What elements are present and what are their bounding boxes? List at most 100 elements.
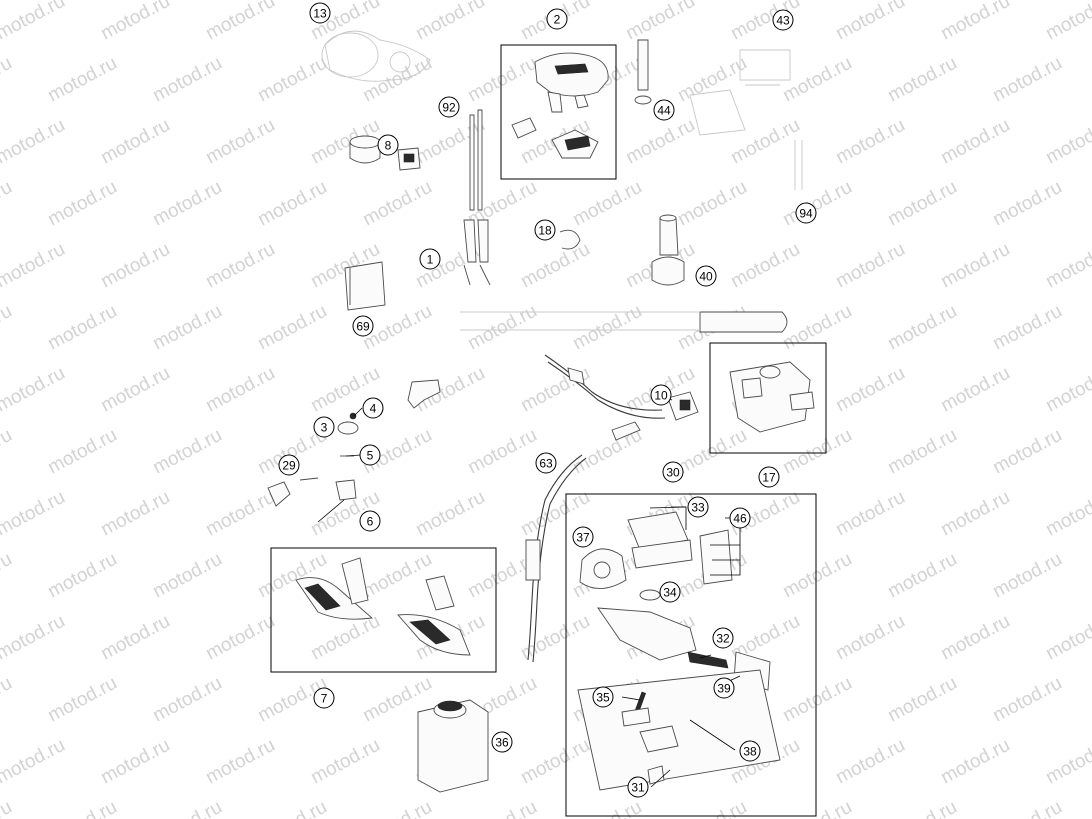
callout-circle xyxy=(687,496,709,518)
callout-38: 38 xyxy=(739,740,761,762)
callout-circle xyxy=(653,99,675,121)
watermark-text: motod.ru xyxy=(779,301,855,355)
callout-43: 43 xyxy=(772,9,794,31)
callout-label: 32 xyxy=(716,632,730,646)
watermark-text: motod.ru xyxy=(779,425,855,479)
watermark-text: motod.ru xyxy=(202,115,278,169)
callout-circle xyxy=(309,2,331,24)
callout-circle xyxy=(359,444,381,466)
callout-35: 35 xyxy=(592,686,614,708)
watermark-text: motod.ru xyxy=(44,301,120,355)
watermark-text: motod.ru xyxy=(569,177,645,231)
part-10-drawing xyxy=(667,391,699,421)
watermark-text: motod.ru xyxy=(149,673,225,727)
watermark-text: motod.ru xyxy=(517,735,593,789)
watermark-text: motod.ru xyxy=(202,0,278,44)
callout-circle xyxy=(712,627,734,649)
watermark-text: motod.ru xyxy=(1042,611,1092,665)
watermark-text: motod.ru xyxy=(989,53,1065,107)
watermark-text: motod.ru xyxy=(937,735,1013,789)
watermark-text: motod.ru xyxy=(622,0,698,44)
callout-label: 4 xyxy=(370,402,377,416)
watermark-text: motod.ru xyxy=(779,549,855,603)
watermark-text: motod.ru xyxy=(517,363,593,417)
watermark-text: motod.ru xyxy=(884,797,960,819)
part-92-drawing xyxy=(463,109,491,286)
watermark-text: motod.ru xyxy=(0,239,69,293)
callout-69: 69 xyxy=(352,315,374,337)
watermark-text: motod.ru xyxy=(1042,239,1092,293)
callout-94: 94 xyxy=(795,202,817,224)
watermark-text: motod.ru xyxy=(989,673,1065,727)
part-36-drawing xyxy=(417,699,489,793)
watermark-text: motod.ru xyxy=(884,425,960,479)
callout-31: 31 xyxy=(627,776,649,798)
watermark-text: motod.ru xyxy=(937,611,1013,665)
watermark-text: motod.ru xyxy=(989,549,1065,603)
watermark-text: motod.ru xyxy=(464,301,540,355)
watermark-text: motod.ru xyxy=(1042,363,1092,417)
callout-46: 46 xyxy=(729,507,751,529)
callout-18: 18 xyxy=(534,219,556,241)
callout-circle xyxy=(592,686,614,708)
watermark-text: motod.ru xyxy=(937,239,1013,293)
callout-92: 92 xyxy=(438,96,460,118)
callout-circle xyxy=(795,202,817,224)
callout-label: 17 xyxy=(762,471,776,485)
callout-circle xyxy=(313,416,335,438)
watermark-text: motod.ru xyxy=(779,673,855,727)
callout-label: 29 xyxy=(282,459,296,473)
watermark-text: motod.ru xyxy=(989,301,1065,355)
callout-label: 46 xyxy=(733,512,747,526)
watermark-text: motod.ru xyxy=(674,425,750,479)
callout-label: 6 xyxy=(367,515,374,529)
watermark-text: motod.ru xyxy=(832,487,908,541)
watermark-text: motod.ru xyxy=(0,53,16,107)
watermark-text: motod.ru xyxy=(149,53,225,107)
watermark-text: motod.ru xyxy=(44,797,120,819)
part-69-drawing xyxy=(344,261,386,311)
callout-circle xyxy=(419,248,441,270)
watermark-text: motod.ru xyxy=(202,735,278,789)
callout-36: 36 xyxy=(491,731,513,753)
watermark-text: motod.ru xyxy=(779,177,855,231)
watermark-text: motod.ru xyxy=(44,53,120,107)
callout-label: 30 xyxy=(666,466,680,480)
group-frame-2 xyxy=(500,44,617,180)
group-frame-7 xyxy=(270,547,497,673)
callout-4: 4 xyxy=(362,397,384,419)
handlebar-and-cables-drawing xyxy=(460,311,788,441)
callout-circle xyxy=(546,8,568,30)
watermark-text: motod.ru xyxy=(832,363,908,417)
callout-37: 37 xyxy=(572,526,594,548)
callout-10: 10 xyxy=(650,384,672,406)
callout-label: 37 xyxy=(576,531,590,545)
watermark-text: motod.ru xyxy=(884,549,960,603)
part-7-drawing xyxy=(295,557,471,656)
watermark-text: motod.ru xyxy=(0,611,69,665)
watermark-text: motod.ru xyxy=(44,549,120,603)
part-30-drawing xyxy=(577,511,781,791)
callout-circle xyxy=(659,581,681,603)
callout-circle xyxy=(758,466,780,488)
watermark-text: motod.ru xyxy=(1042,735,1092,789)
watermark-text: motod.ru xyxy=(412,115,488,169)
watermark-text: motod.ru xyxy=(989,797,1065,819)
watermark-text: motod.ru xyxy=(0,425,16,479)
watermark-text: motod.ru xyxy=(254,301,330,355)
callout-circle xyxy=(535,452,557,474)
watermark-text: motod.ru xyxy=(97,363,173,417)
watermark-text: motod.ru xyxy=(0,301,16,355)
watermark-text: motod.ru xyxy=(674,177,750,231)
watermark-text: motod.ru xyxy=(884,177,960,231)
callout-8: 8 xyxy=(377,134,399,156)
callout-circle xyxy=(650,384,672,406)
watermark-text: motod.ru xyxy=(832,611,908,665)
part-18-drawing xyxy=(559,229,581,250)
callout-label: 43 xyxy=(776,14,790,28)
watermark-text: motod.ru xyxy=(359,549,435,603)
callout-circle xyxy=(627,776,649,798)
part-40-drawing xyxy=(651,214,685,286)
